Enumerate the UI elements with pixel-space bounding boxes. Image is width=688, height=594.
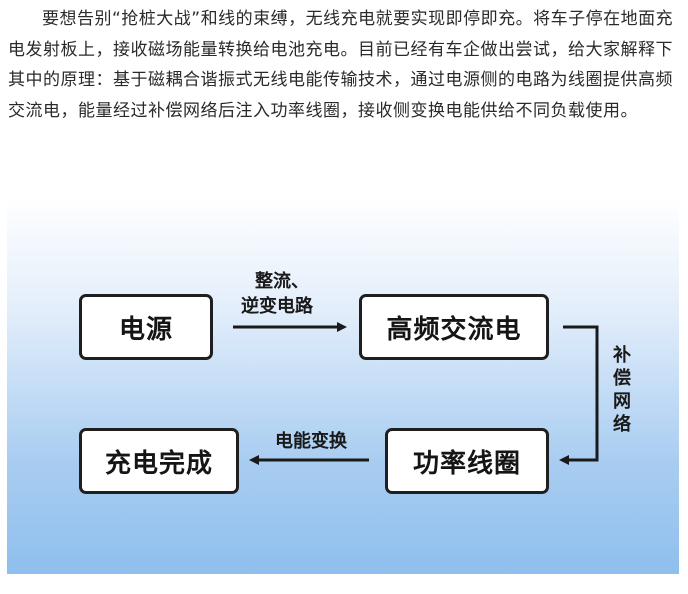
node-high-frequency-ac: 高频交流电 bbox=[359, 294, 549, 360]
node-power-label: 电源 bbox=[118, 314, 173, 345]
node-coil-label: 功率线圈 bbox=[412, 448, 521, 479]
arrow-hfac-to-coil bbox=[559, 325, 599, 465]
edge-label-rectifier-line1: 整流、 bbox=[255, 271, 309, 292]
intro-paragraph: 要想告别“抢桩大战”和线的束缚，无线充电就要实现即停即充。将车子停在地面充电发射… bbox=[8, 9, 674, 121]
node-power-coil: 功率线圈 bbox=[385, 428, 549, 494]
edge-label-conversion: 电能变换 bbox=[275, 431, 347, 452]
node-charging-complete: 充电完成 bbox=[79, 428, 239, 494]
node-hfac-label: 高频交流电 bbox=[386, 314, 522, 345]
node-done-label: 充电完成 bbox=[104, 448, 213, 479]
node-power: 电源 bbox=[79, 294, 213, 360]
flow-diagram: 电源 高频交流电 功率线圈 充电完成 整流、 逆变电路 补偿网络 电能变换 bbox=[7, 196, 679, 574]
edge-label-compensation: 补偿网络 bbox=[613, 345, 631, 435]
arrow-layer bbox=[233, 322, 599, 465]
edge-label-rectifier-line2: 逆变电路 bbox=[241, 296, 313, 317]
